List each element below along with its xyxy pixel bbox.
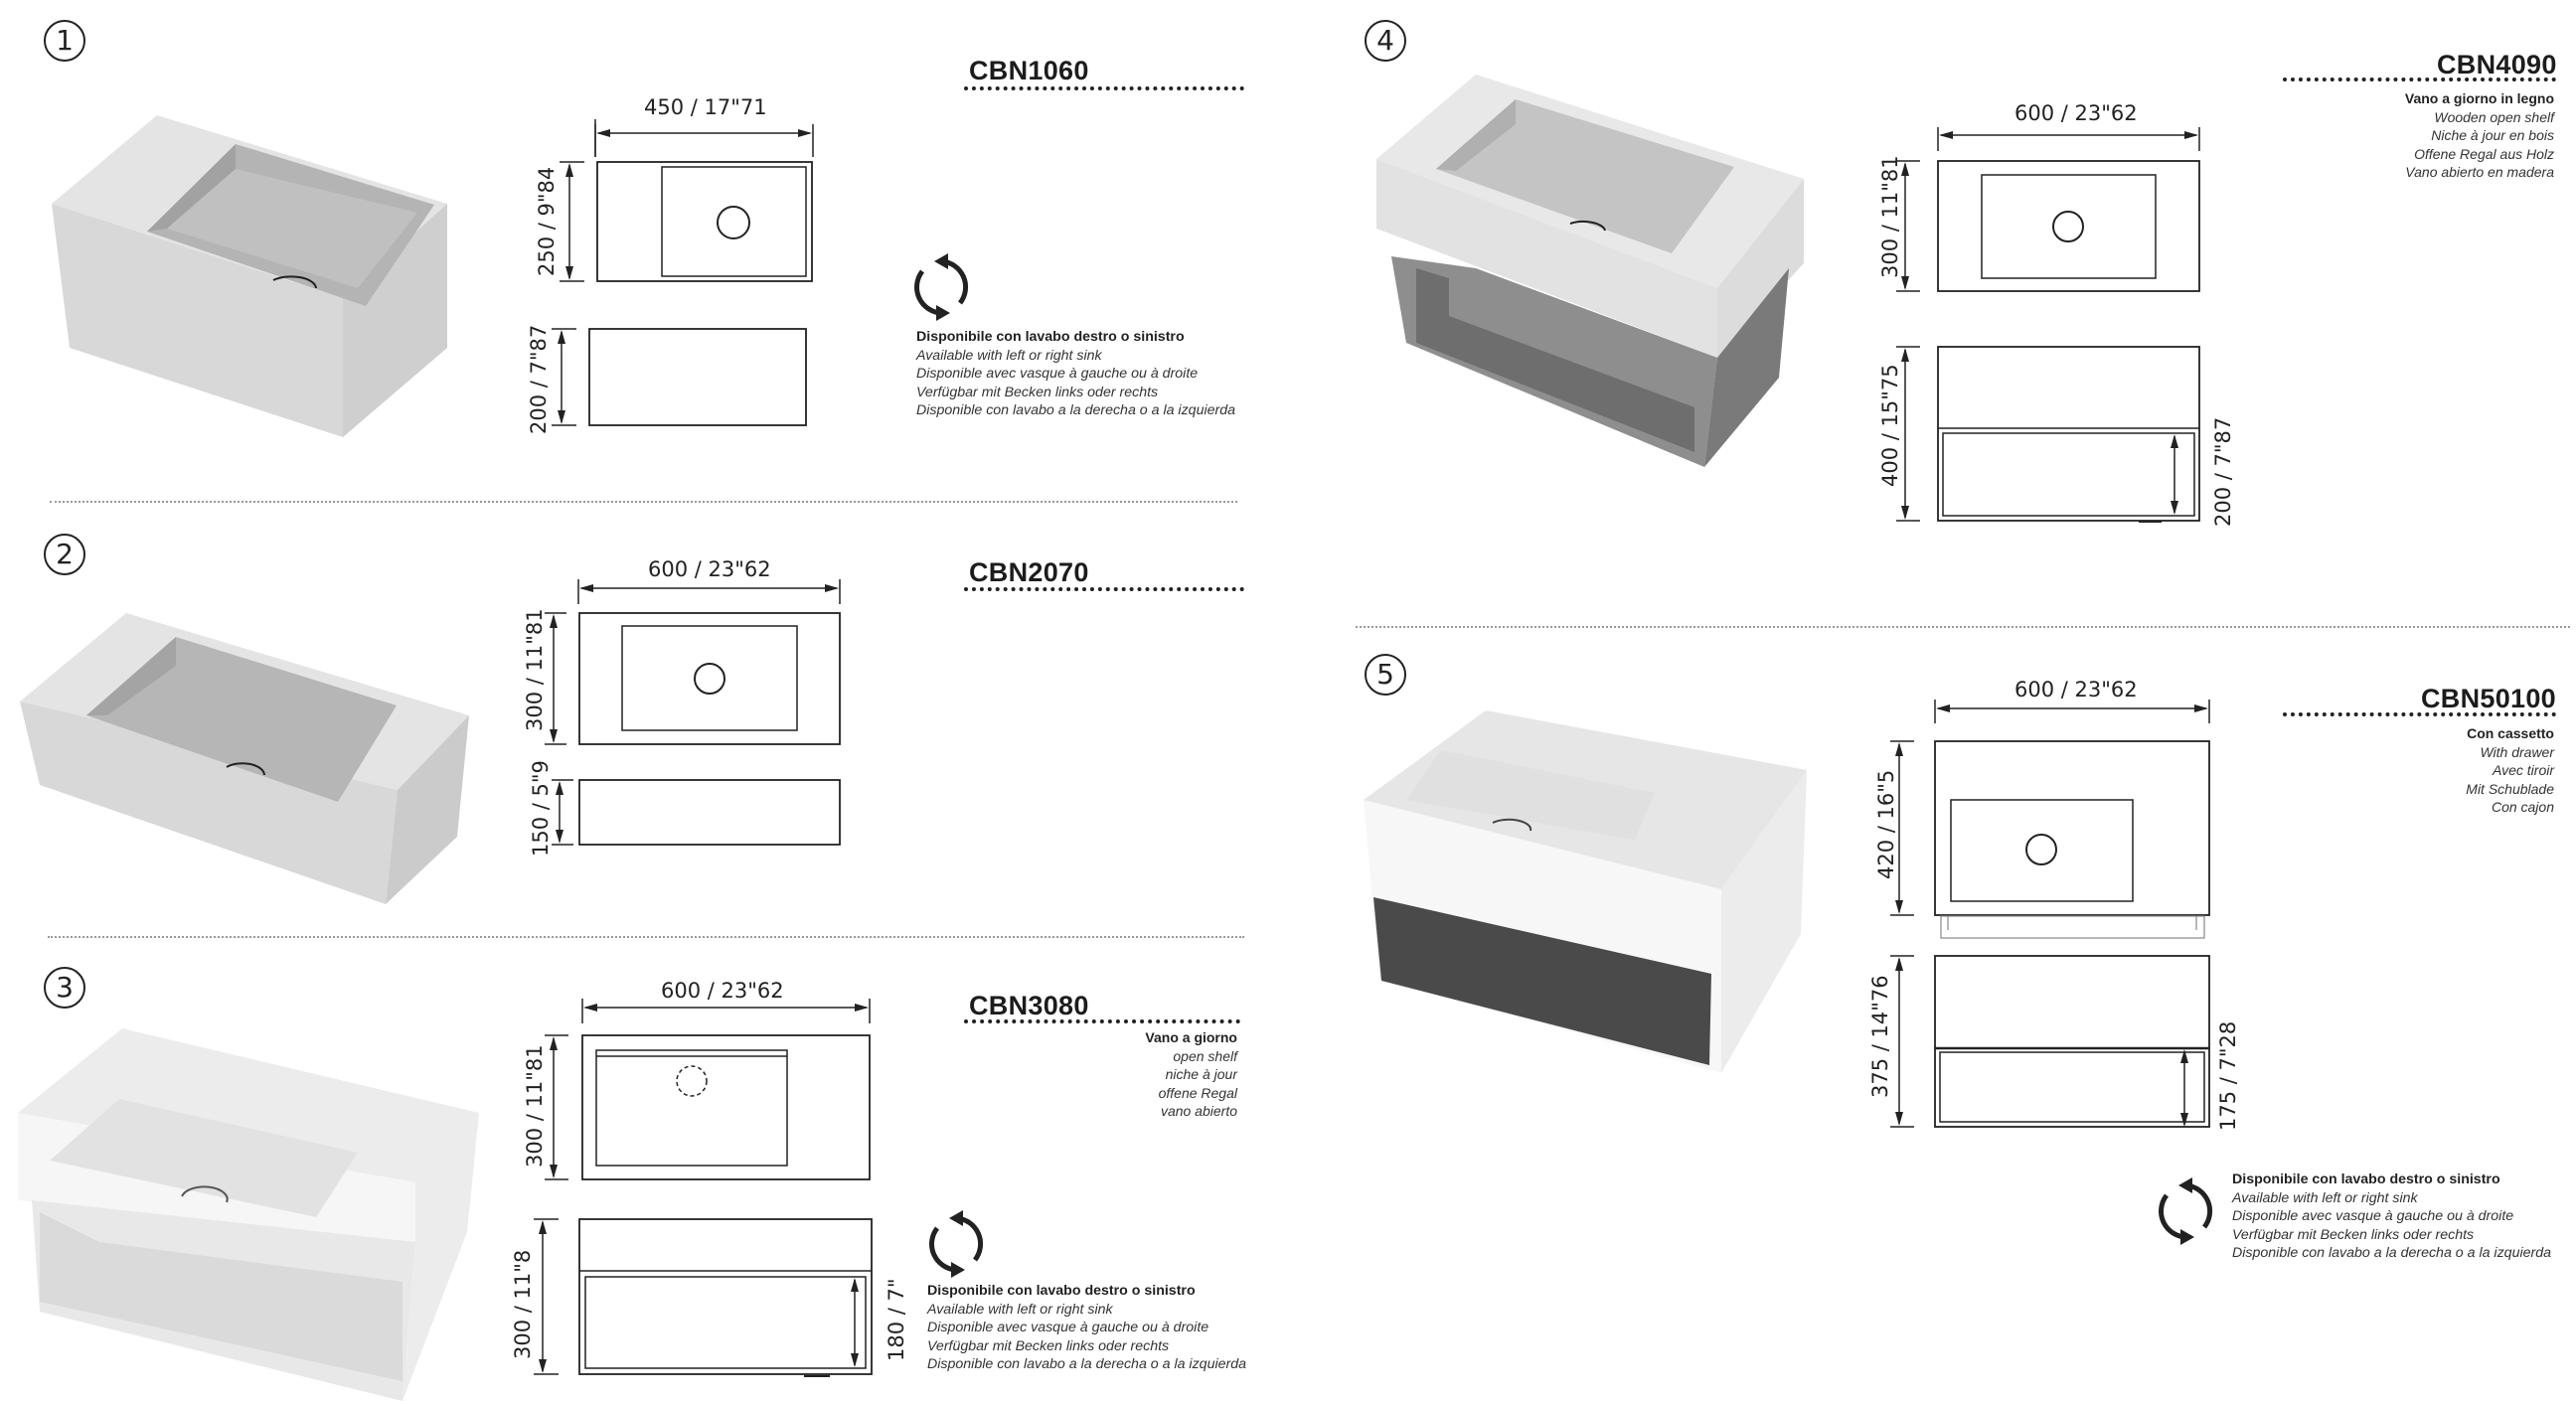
sink-render-1 <box>52 115 447 437</box>
note-line-es: Disponible con lavabo a la derecha o a l… <box>916 402 1236 418</box>
width-dimension: 600 / 23"62 <box>661 979 784 1003</box>
feature-it: Vano a giorno in legno <box>2404 90 2554 106</box>
technical-drawing-1 <box>552 119 814 426</box>
width-dimension: 600 / 23"62 <box>648 557 771 581</box>
note-line-fr: Disponible avec vasque à gauche ou à dro… <box>927 1320 1209 1335</box>
height-dimension: 200 / 7"87 <box>527 324 551 434</box>
code-underline <box>964 587 1244 591</box>
technical-drawing-5 <box>1890 700 2210 1128</box>
note-line-en: Available with left or right sink <box>916 347 1102 364</box>
width-dimension: 600 / 23"62 <box>2014 101 2138 125</box>
product-code: CBN50100 <box>2421 684 2556 713</box>
feature-list: Vano a giorno in legno Wooden open shelf… <box>2286 89 2554 182</box>
section-number-1: 1 <box>44 20 85 62</box>
product-code: CBN2070 <box>969 557 1089 587</box>
note-line-es: Disponible con lavabo a la derecha o a l… <box>2232 1245 2552 1261</box>
depth-dimension: 300 / 11"81 <box>1878 155 1902 278</box>
note-line-es: Disponible con lavabo a la derecha o a l… <box>927 1356 1247 1372</box>
reversible-note: Disponibile con lavabo destro o sinistro… <box>916 328 1235 420</box>
feature-en: Wooden open shelf <box>2434 108 2554 125</box>
feature-es: vano abierto <box>1160 1103 1237 1119</box>
product-code: CBN4090 <box>2437 50 2557 79</box>
reversible-note: Disponibile con lavabo destro o sinistro… <box>2232 1170 2551 1263</box>
height-dimension: 375 / 14"76 <box>1868 975 1892 1098</box>
feature-fr: niche à jour <box>1165 1066 1237 1082</box>
note-line-it: Disponibile con lavabo destro o sinistro <box>927 1283 1196 1299</box>
code-underline <box>2283 712 2556 716</box>
section-divider <box>50 501 1237 503</box>
technical-drawing-3 <box>534 999 873 1377</box>
code-underline <box>2283 78 2556 81</box>
width-dimension: 600 / 23"62 <box>2014 678 2138 702</box>
inner-height-dimension: 200 / 7"87 <box>2211 416 2235 527</box>
reversible-note: Disponibile con lavabo destro o sinistro… <box>927 1282 1246 1374</box>
feature-list: Con cassetto With drawer Avec tiroir Mit… <box>2286 724 2554 817</box>
sink-render-5 <box>1364 710 1807 1073</box>
note-line-de: Verfügbar mit Becken links oder rechts <box>2232 1226 2475 1243</box>
height-dimension: 150 / 5"9 <box>529 760 553 857</box>
depth-dimension: 420 / 16"5 <box>1874 769 1898 879</box>
technical-drawing-4 <box>1896 127 2200 523</box>
section-number-3: 3 <box>44 967 85 1009</box>
note-line-it: Disponibile con lavabo destro o sinistro <box>2232 1171 2500 1187</box>
note-line-fr: Disponible avec vasque à gauche ou à dro… <box>916 366 1199 382</box>
feature-en: With drawer <box>2480 743 2554 760</box>
depth-dimension: 300 / 11"81 <box>523 1044 547 1168</box>
sink-render-3 <box>18 1028 479 1401</box>
code-underline <box>964 1019 1240 1023</box>
feature-en: open shelf <box>1173 1047 1237 1064</box>
depth-dimension: 300 / 11"81 <box>523 608 547 731</box>
note-line-it: Disponibile con lavabo destro o sinistro <box>916 329 1185 345</box>
sink-render-4 <box>1376 75 1804 467</box>
feature-de: Offene Regal aus Holz <box>2414 145 2554 162</box>
section-number-4: 4 <box>1365 20 1406 62</box>
sink-render-2 <box>20 613 469 904</box>
swap-arrows-icon <box>2159 1177 2213 1245</box>
feature-de: offene Regal <box>1158 1084 1237 1101</box>
feature-de: Mit Schublade <box>2466 780 2554 797</box>
note-line-de: Verfügbar mit Becken links oder rechts <box>916 384 1159 400</box>
section-number-5: 5 <box>1365 654 1406 696</box>
technical-drawing-2 <box>545 579 841 846</box>
note-line-fr: Disponible avec vasque à gauche ou à dro… <box>2232 1208 2514 1224</box>
feature-it: Vano a giorno <box>1145 1029 1237 1045</box>
product-code: CBN1060 <box>969 56 1089 85</box>
inner-height-dimension: 175 / 7"28 <box>2216 1020 2240 1131</box>
note-line-en: Available with left or right sink <box>927 1301 1113 1318</box>
note-line-de: Verfügbar mit Becken links oder rechts <box>927 1337 1170 1354</box>
feature-fr: Avec tiroir <box>2493 762 2554 778</box>
code-underline <box>964 86 1244 90</box>
feature-es: Vano abierto en madera <box>2405 164 2554 180</box>
note-line-en: Available with left or right sink <box>2232 1189 2418 1206</box>
inner-height-dimension: 180 / 7" <box>885 1278 908 1361</box>
feature-es: Con cajon <box>2491 799 2554 815</box>
section-divider <box>48 936 1244 938</box>
section-divider <box>1356 626 2570 628</box>
swap-arrows-icon <box>914 253 969 321</box>
depth-dimension: 250 / 9"84 <box>535 166 559 276</box>
height-dimension: 400 / 15"75 <box>1878 364 1902 487</box>
feature-list: Vano a giorno open shelf niche à jour of… <box>1034 1028 1237 1121</box>
height-dimension: 300 / 11"8 <box>511 1249 535 1359</box>
width-dimension: 450 / 17"71 <box>644 95 767 119</box>
swap-arrows-icon <box>929 1210 984 1278</box>
feature-fr: Niche à jour en bois <box>2431 127 2554 143</box>
section-number-2: 2 <box>44 534 85 575</box>
feature-it: Con cassetto <box>2467 725 2554 741</box>
product-code: CBN3080 <box>969 991 1089 1020</box>
